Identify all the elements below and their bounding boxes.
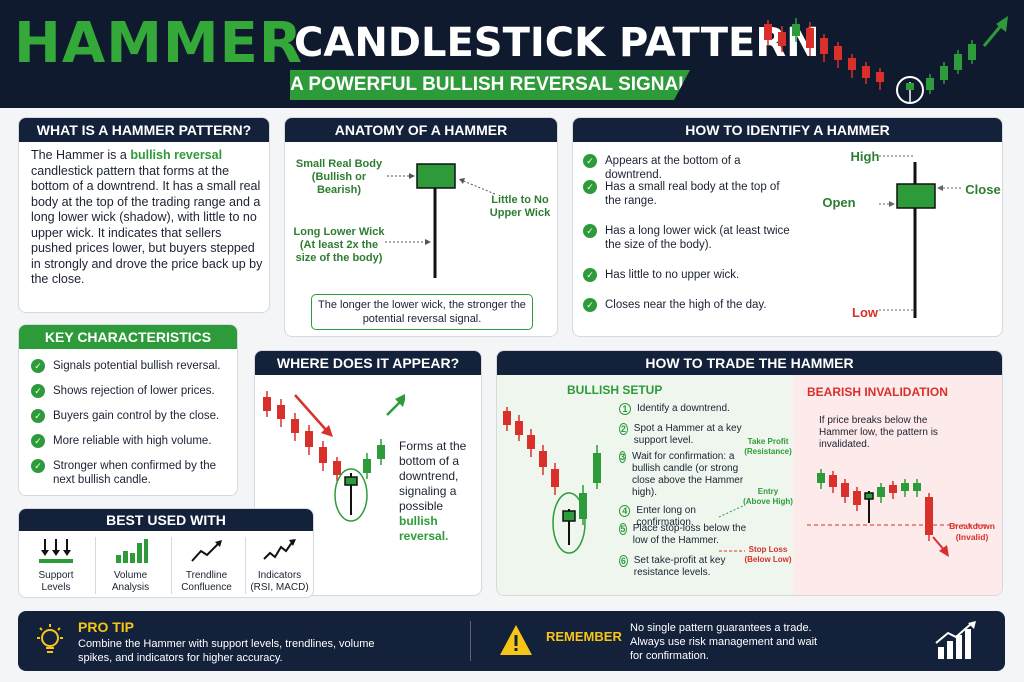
check-icon: ✓ [583,268,597,282]
step-number: 5 [619,523,627,535]
low-label: Low [852,305,878,320]
high-label: High [850,149,880,164]
anatomy-card: ANATOMY OF A HAMMER Small Real Body (Bul… [284,117,558,337]
trendline-icon [190,540,222,562]
key-item: ✓More reliable with high volume. [31,434,231,459]
check-icon: ✓ [583,180,597,194]
long-lower-wick-label: Long Lower Wick (At least 2x the size of… [293,226,385,264]
identify-item: ✓Has a small real body at the top of the… [583,180,793,224]
best-used-card: BEST USED WITH Support Levels Volume Ana… [18,508,314,598]
bearish-heading: BEARISH INVALIDATION [807,385,948,399]
where-text: Forms at the bottom of a downtrend, sign… [399,439,467,543]
pro-tip-text: Combine the Hammer with support levels, … [78,638,375,664]
what-is-heading: WHAT IS A HAMMER PATTERN? [19,118,269,142]
best-support: Support Levels [23,537,89,594]
check-icon: ✓ [31,409,45,423]
check-icon: ✓ [583,298,597,312]
indicators-icon [262,539,296,560]
anatomy-note: The longer the lower wick, the stronger … [311,294,533,330]
trade-level-lines [718,504,746,552]
close-label: Close [965,182,1001,197]
key-item: ✓Stronger when confirmed by the next bul… [31,459,231,489]
identify-hammer-diagram [879,155,963,318]
upper-wick-label: Little to No Upper Wick [489,194,551,219]
key-item: ✓Shows rejection of lower prices. [31,384,231,409]
check-icon: ✓ [583,154,597,168]
growth-chart-icon [935,621,976,659]
anatomy-heading: ANATOMY OF A HAMMER [285,118,557,142]
best-trendline: Trendline Confluence [171,537,241,594]
best-used-heading: BEST USED WITH [19,509,313,531]
step-number: 3 [619,451,627,463]
identify-item: ✓Appears at the bottom of a downtrend. [583,154,793,181]
identify-item: ✓Has a long lower wick (at least twice t… [583,224,793,268]
trade-heading: HOW TO TRADE THE HAMMER [497,351,1002,375]
identify-item: ✓Closes near the high of the day. [583,298,793,324]
header-chart-icon [764,16,1008,104]
step-number: 4 [619,505,631,517]
title-hammer: HAMMER [14,11,304,76]
where-chart [263,391,405,522]
lightbulb-icon [37,624,63,653]
check-icon: ✓ [31,384,45,398]
remember-title: REMEMBER [546,629,622,644]
step-number: 2 [619,423,628,435]
bullish-reversal-highlight: bullish reversal [130,148,223,162]
where-heading: WHERE DOES IT APPEAR? [255,351,481,375]
anatomy-hammer-diagram [385,163,496,278]
warning-icon [500,625,532,655]
bullish-setup-heading: BULLISH SETUP [567,383,663,397]
key-characteristics-heading: KEY CHARACTERISTICS [19,325,237,349]
footer-bar: PRO TIP Combine the Hammer with support … [18,611,1005,671]
key-item: ✓Signals potential bullish reversal. [31,359,231,384]
check-icon: ✓ [31,359,45,373]
breakdown-label: Breakdown (Invalid) [949,521,995,542]
step-number: 1 [619,403,631,415]
identify-card: HOW TO IDENTIFY A HAMMER ✓Appears at the… [572,117,1003,337]
footer-divider [470,621,471,661]
bearish-chart [807,469,989,557]
pro-tip-title: PRO TIP [78,619,135,635]
bearish-invalidation-panel: BEARISH INVALIDATION If price breaks bel… [793,375,1002,595]
key-list: ✓Signals potential bullish reversal. ✓Sh… [31,359,231,489]
title-candlestick-pattern: CANDLESTICK PATTERN [294,20,820,66]
where-bullish-highlight: bullish reversal. [399,514,449,543]
bearish-text: If price breaks below the Hammer low, th… [819,415,938,450]
take-profit-label: Take Profit (Resistance) [744,437,792,456]
best-volume: Volume Analysis [95,537,165,594]
stop-loss-label: Stop Loss (Below Low) [744,545,792,564]
check-icon: ✓ [31,434,45,448]
identify-item: ✓Has little to no upper wick. [583,268,793,298]
support-levels-icon [39,539,73,563]
best-indicators: Indicators (RSI, MACD) [245,537,313,594]
open-label: Open [822,195,856,210]
bullish-setup-chart [503,407,601,554]
check-icon: ✓ [31,459,45,473]
remember-text: No single pattern guarantees a trade. Al… [630,622,818,662]
entry-label: Entry (Above High) [743,487,793,506]
identify-list: ✓Appears at the bottom of a downtrend. ✓… [583,154,793,324]
subtitle-ribbon: A POWERFUL BULLISH REVERSAL SIGNAL [290,70,690,100]
check-icon: ✓ [583,224,597,238]
what-is-text: The Hammer is a bullish reversal candles… [31,148,263,286]
step-number: 6 [619,555,628,567]
volume-bars-icon [115,539,148,563]
small-real-body-label: Small Real Body (Bullish or Bearish) [295,158,383,196]
key-item: ✓Buyers gain control by the close. [31,409,231,434]
header-banner: HAMMER CANDLESTICK PATTERN A POWERFUL BU… [0,0,1024,108]
what-is-card: WHAT IS A HAMMER PATTERN? The Hammer is … [18,117,270,313]
identify-heading: HOW TO IDENTIFY A HAMMER [573,118,1002,142]
key-characteristics-card: KEY CHARACTERISTICS ✓Signals potential b… [18,324,238,496]
